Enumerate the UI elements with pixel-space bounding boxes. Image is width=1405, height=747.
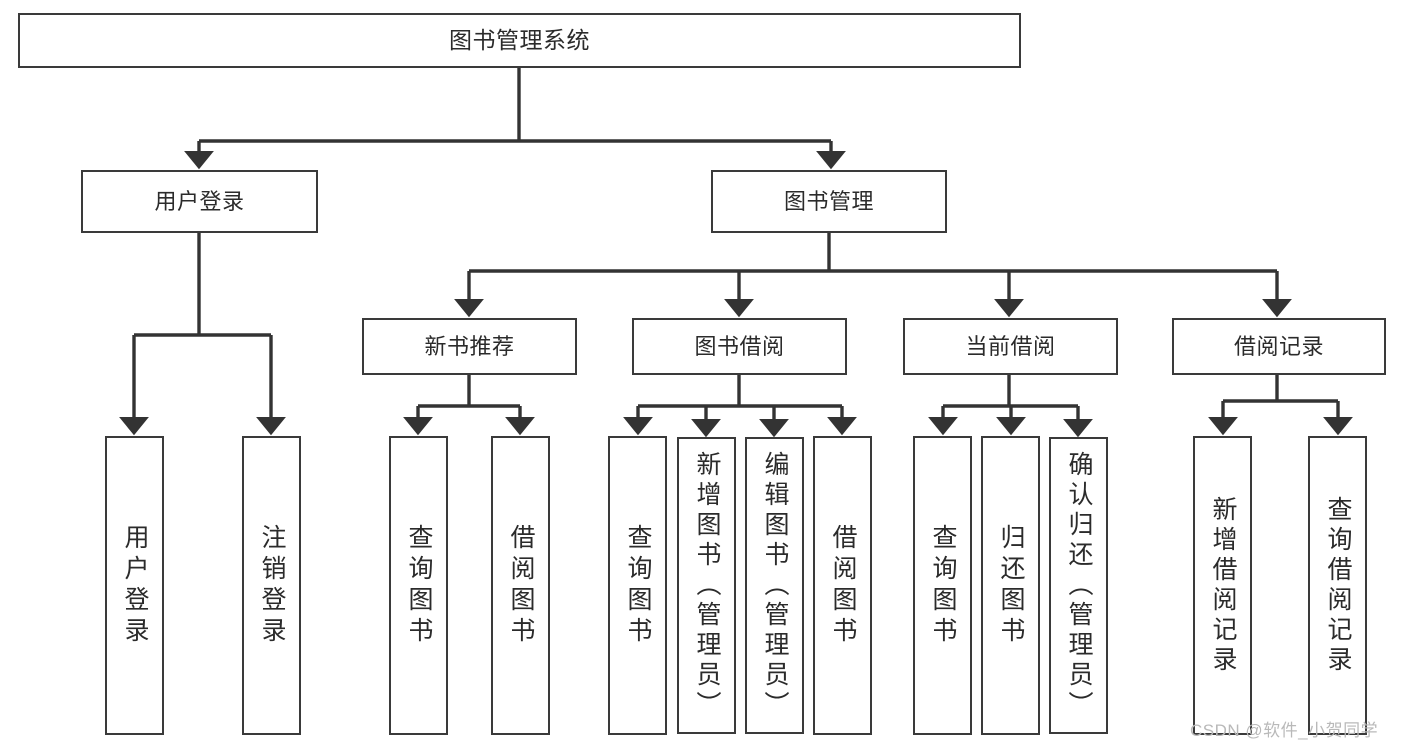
node-leaf-borrow-book-2[interactable]: 借阅图书 xyxy=(813,436,872,735)
node-leaf-query-book-2[interactable]: 查询图书 xyxy=(608,436,667,735)
node-borrow-record-label: 借阅记录 xyxy=(1233,333,1324,359)
node-user-login[interactable]: 用户登录 xyxy=(81,170,318,233)
node-book-borrow-label: 图书借阅 xyxy=(694,333,785,359)
node-book-manage-label: 图书管理 xyxy=(783,188,874,214)
node-leaf-edit-book-admin-label: 编辑图书（管理员） xyxy=(761,450,789,721)
node-leaf-add-borrow-record[interactable]: 新增借阅记录 xyxy=(1193,436,1252,735)
node-leaf-query-book-1-label: 查询图书 xyxy=(405,523,433,648)
node-leaf-add-book-admin-label: 新增图书（管理员） xyxy=(693,450,721,721)
node-leaf-query-book-1[interactable]: 查询图书 xyxy=(389,436,448,735)
node-root-label: 图书管理系统 xyxy=(449,27,590,54)
node-leaf-confirm-return-admin-label: 确认归还（管理员） xyxy=(1065,450,1093,721)
node-current-borrow[interactable]: 当前借阅 xyxy=(903,318,1118,375)
watermark-text: CSDN @软件_小贺同学 xyxy=(1190,721,1379,740)
node-borrow-record[interactable]: 借阅记录 xyxy=(1172,318,1386,375)
node-book-borrow[interactable]: 图书借阅 xyxy=(632,318,847,375)
node-leaf-borrow-book-1-label: 借阅图书 xyxy=(507,523,535,648)
node-leaf-logout-login[interactable]: 注销登录 xyxy=(242,436,301,735)
node-user-login-label: 用户登录 xyxy=(154,188,245,214)
node-leaf-add-borrow-record-label: 新增借阅记录 xyxy=(1209,495,1237,676)
node-current-borrow-label: 当前借阅 xyxy=(965,333,1056,359)
node-leaf-return-book-label: 归还图书 xyxy=(997,523,1025,648)
node-leaf-query-book-3[interactable]: 查询图书 xyxy=(913,436,972,735)
node-leaf-query-book-3-label: 查询图书 xyxy=(929,523,957,648)
node-leaf-confirm-return-admin[interactable]: 确认归还（管理员） xyxy=(1049,437,1108,734)
node-leaf-logout-login-label: 注销登录 xyxy=(258,523,286,648)
node-leaf-borrow-book-1[interactable]: 借阅图书 xyxy=(491,436,550,735)
node-leaf-query-borrow-record[interactable]: 查询借阅记录 xyxy=(1308,436,1367,735)
node-leaf-user-login[interactable]: 用户登录 xyxy=(105,436,164,735)
node-leaf-add-book-admin[interactable]: 新增图书（管理员） xyxy=(677,437,736,734)
node-leaf-borrow-book-2-label: 借阅图书 xyxy=(829,523,857,648)
node-leaf-return-book[interactable]: 归还图书 xyxy=(981,436,1040,735)
node-book-manage[interactable]: 图书管理 xyxy=(711,170,947,233)
node-leaf-user-login-label: 用户登录 xyxy=(121,523,149,648)
node-root[interactable]: 图书管理系统 xyxy=(18,13,1021,68)
node-leaf-query-borrow-record-label: 查询借阅记录 xyxy=(1324,495,1352,676)
node-leaf-edit-book-admin[interactable]: 编辑图书（管理员） xyxy=(745,437,804,734)
node-new-book-recommend-label: 新书推荐 xyxy=(424,333,515,359)
node-new-book-recommend[interactable]: 新书推荐 xyxy=(362,318,577,375)
node-leaf-query-book-2-label: 查询图书 xyxy=(624,523,652,648)
